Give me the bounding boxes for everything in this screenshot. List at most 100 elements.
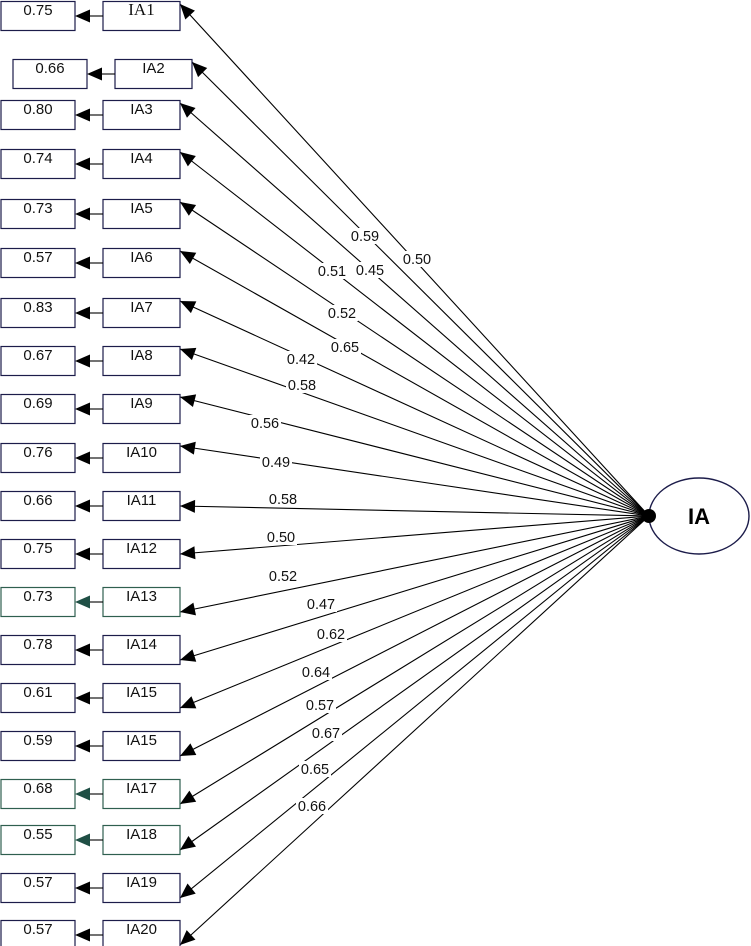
loading-value: 0.42 bbox=[287, 352, 315, 368]
error-box bbox=[0, 247, 76, 279]
error-box bbox=[0, 730, 76, 762]
loading-value: 0.57 bbox=[306, 698, 334, 714]
indicator-name: IA14 bbox=[126, 636, 157, 653]
loading-arrowhead bbox=[180, 152, 196, 167]
error-arrowhead bbox=[75, 739, 90, 753]
loading-path bbox=[179, 250, 650, 517]
indicator-name: IA13 bbox=[126, 588, 157, 605]
loading-value: 0.65 bbox=[301, 762, 329, 778]
error-value: 0.73 bbox=[23, 200, 52, 217]
indicator-name: IA19 bbox=[126, 874, 157, 891]
loading-arrowhead bbox=[180, 743, 197, 756]
indicator-name: IA18 bbox=[126, 826, 157, 843]
loading-path bbox=[179, 151, 650, 517]
error-box bbox=[0, 297, 76, 329]
error-arrowhead bbox=[75, 306, 90, 320]
indicator-name: IA20 bbox=[126, 921, 157, 938]
indicator-box bbox=[102, 778, 181, 810]
error-arrowhead bbox=[75, 354, 90, 368]
error-arrowhead bbox=[75, 402, 90, 416]
loading-label-bg bbox=[267, 491, 299, 507]
error-box bbox=[0, 872, 76, 904]
error-arrowhead bbox=[75, 256, 90, 270]
loading-value: 0.62 bbox=[317, 627, 345, 643]
loading-label-bg bbox=[326, 305, 358, 321]
loading-path bbox=[179, 515, 650, 805]
error-value: 0.57 bbox=[23, 874, 52, 891]
error-value: 0.83 bbox=[23, 299, 52, 316]
factor-anchor-dot bbox=[642, 509, 656, 523]
loading-arrowhead bbox=[180, 836, 196, 850]
indicator-name: IA8 bbox=[130, 347, 153, 364]
indicator-name: IA10 bbox=[126, 444, 157, 461]
loading-arrowhead bbox=[180, 4, 195, 20]
loading-path bbox=[191, 61, 650, 517]
indicator-box bbox=[102, 919, 181, 946]
factor-name: IA bbox=[688, 504, 710, 529]
indicator-box bbox=[102, 247, 181, 279]
indicator-box bbox=[102, 682, 181, 714]
loading-path bbox=[179, 201, 650, 517]
loading-value: 0.50 bbox=[267, 530, 295, 546]
indicator-name: IA1 bbox=[128, 0, 154, 19]
loading-label-bg bbox=[299, 761, 331, 777]
error-arrowhead bbox=[75, 547, 90, 561]
indicator-name: IA7 bbox=[130, 299, 153, 316]
loading-value: 0.64 bbox=[302, 665, 330, 681]
error-value: 0.66 bbox=[35, 60, 64, 77]
loading-path bbox=[179, 300, 650, 517]
error-arrowhead bbox=[75, 833, 90, 847]
loading-arrowhead bbox=[180, 930, 196, 945]
error-value: 0.73 bbox=[23, 588, 52, 605]
loading-path bbox=[179, 348, 650, 517]
indicator-box bbox=[102, 538, 181, 570]
loading-path bbox=[179, 515, 650, 946]
loading-arrowhead bbox=[180, 649, 197, 662]
error-box bbox=[0, 490, 76, 522]
loading-path bbox=[179, 102, 650, 517]
loading-value: 0.51 bbox=[318, 264, 346, 280]
loading-label-bg bbox=[305, 596, 337, 612]
loading-value: 0.56 bbox=[251, 416, 279, 432]
loading-arrowhead bbox=[180, 883, 196, 898]
indicator-name: IA5 bbox=[130, 200, 153, 217]
indicator-name: IA3 bbox=[130, 101, 153, 118]
error-value: 0.57 bbox=[23, 249, 52, 266]
error-value: 0.74 bbox=[23, 150, 52, 167]
loading-value: 0.58 bbox=[288, 378, 316, 394]
error-value: 0.75 bbox=[23, 2, 52, 19]
loading-arrowhead bbox=[180, 499, 196, 513]
indicator-box bbox=[102, 345, 181, 377]
error-value: 0.66 bbox=[23, 492, 52, 509]
error-arrowhead bbox=[75, 9, 90, 23]
error-value: 0.61 bbox=[23, 684, 52, 701]
error-arrowhead bbox=[75, 207, 90, 221]
latent-factor: IA bbox=[642, 477, 750, 555]
indicator-box bbox=[102, 872, 181, 904]
loading-arrowhead bbox=[180, 347, 197, 361]
loading-arrowhead bbox=[180, 394, 197, 407]
loading-arrowhead bbox=[192, 62, 208, 78]
loading-path bbox=[179, 515, 650, 661]
error-arrowhead bbox=[75, 691, 90, 705]
indicator-name: IA15 bbox=[126, 732, 157, 749]
indicator-name: IA17 bbox=[126, 780, 157, 797]
loading-arrowhead bbox=[180, 251, 197, 265]
error-value: 0.69 bbox=[23, 395, 52, 412]
indicator-name: IA15 bbox=[126, 684, 157, 701]
loading-value: 0.50 bbox=[403, 252, 431, 268]
loading-label-bg bbox=[286, 377, 318, 393]
error-box bbox=[0, 198, 76, 230]
loading-path bbox=[179, 515, 650, 613]
loading-path bbox=[179, 515, 650, 899]
error-value: 0.67 bbox=[23, 347, 52, 364]
indicator-box bbox=[102, 148, 181, 180]
error-box bbox=[0, 919, 76, 946]
indicator-name: IA2 bbox=[142, 60, 165, 77]
error-value: 0.57 bbox=[23, 921, 52, 938]
error-arrowhead bbox=[75, 157, 90, 171]
loading-label-bg bbox=[300, 664, 332, 680]
indicator-box bbox=[102, 0, 181, 32]
